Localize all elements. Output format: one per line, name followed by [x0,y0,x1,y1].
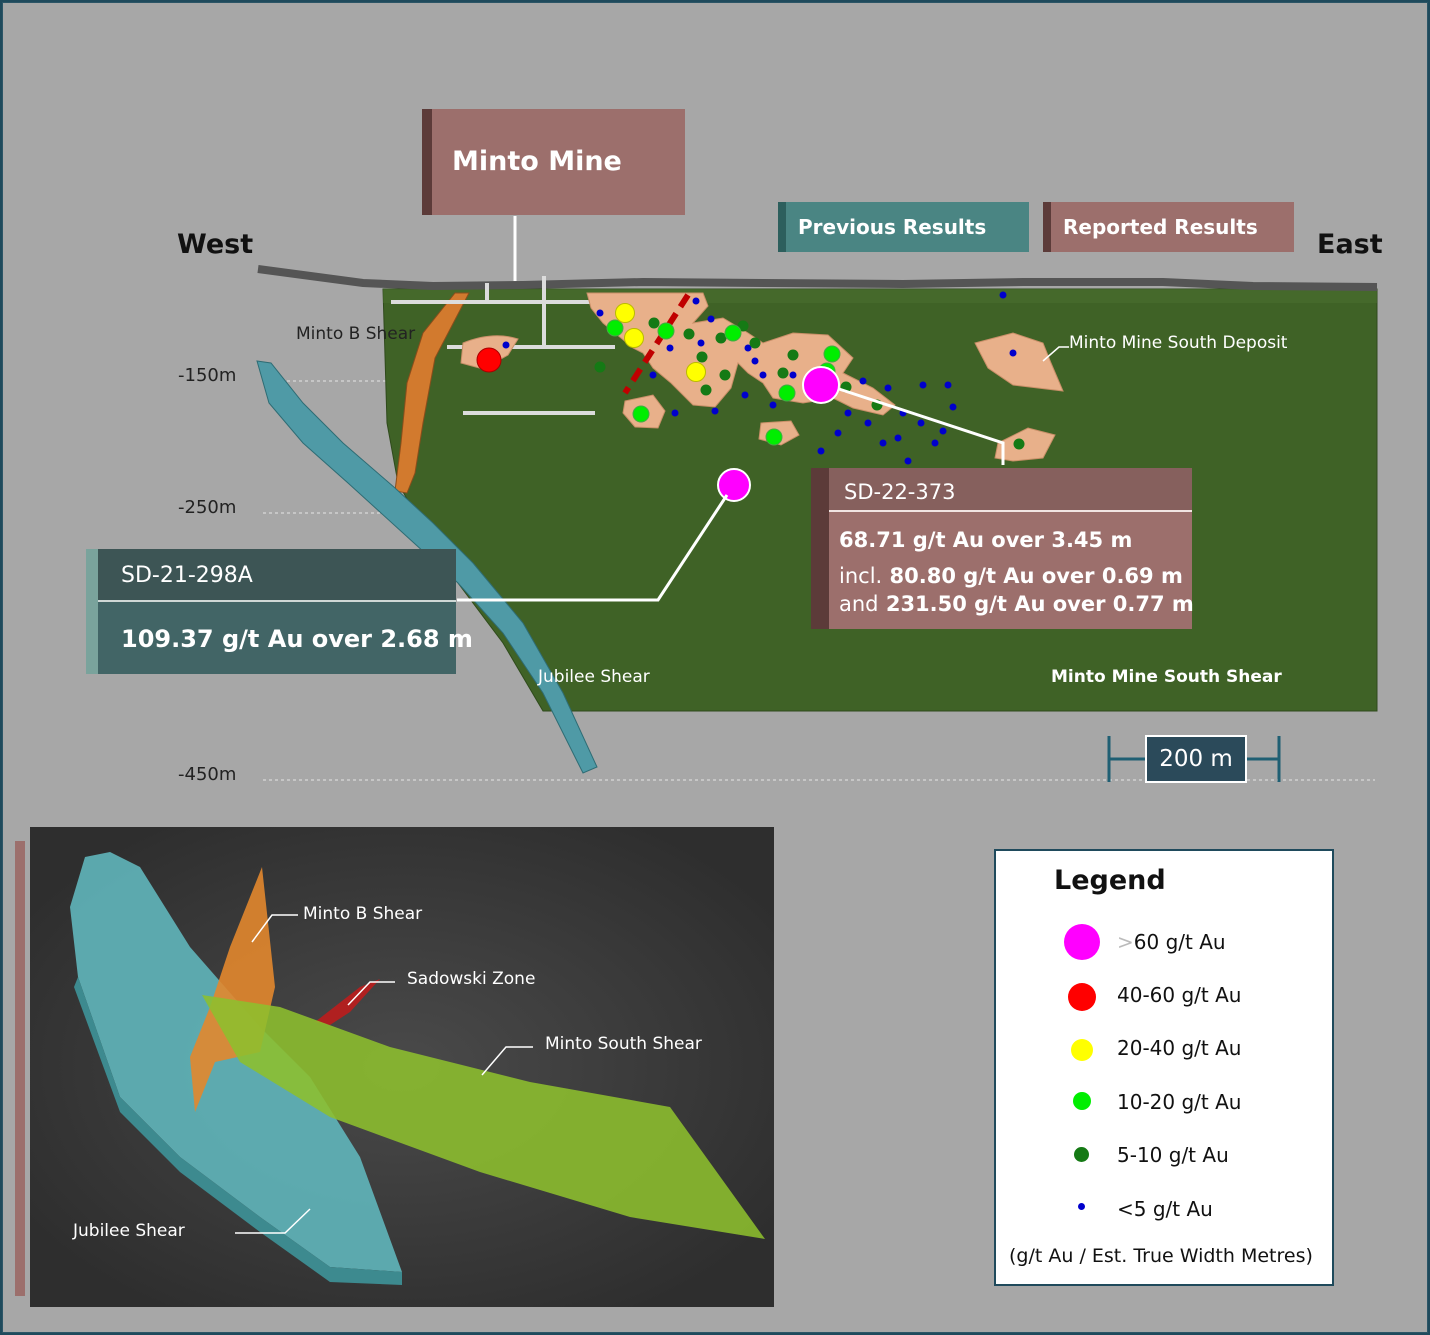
inset-sadowski-label: Sadowski Zone [407,969,535,989]
east-label: East [1317,229,1383,260]
result-373-line3: 231.50 g/t Au over 0.77 m [886,592,1194,616]
south-deposit-label: Minto Mine South Deposit [1069,333,1287,353]
legend-swatch-5-10 [1074,1147,1089,1162]
callout-373-accent [811,468,829,629]
inset-minto-south-label: Minto South Shear [545,1034,702,1054]
legend-swatch-20-40 [1071,1039,1093,1061]
legend-note: (g/t Au / Est. True Width Metres) [1009,1245,1313,1267]
hole-id-298a: SD-21-298A [121,563,253,588]
depth-label-250: -250m [178,497,236,518]
result-298a: 109.37 g/t Au over 2.68 m [121,625,473,653]
jubilee-shear-label: Jubilee Shear [538,667,650,687]
callout-sd-21-298a: SD-21-298A 109.37 g/t Au over 2.68 m [86,549,456,674]
ground-surface [258,269,1377,287]
callout-sd-22-373: SD-22-373 68.71 g/t Au over 3.45 m incl.… [811,468,1192,629]
scale-bar-label: 200 m [1145,735,1247,783]
legend-item-60plus-label: 60 g/t Au [1134,930,1226,954]
legend-swatch-40-60 [1068,983,1096,1011]
previous-results-tag: Previous Results [778,202,1029,252]
result-373-and: and [839,592,879,616]
west-label: West [177,229,253,260]
legend-box: Legend >60 g/t Au 40-60 g/t Au 20-40 g/t… [994,849,1334,1286]
depth-label-450: -450m [178,764,236,785]
legend-item-60plus-prefix: > [1117,930,1134,954]
legend-title: Legend [1054,865,1166,896]
inset-jubilee-label: Jubilee Shear [73,1221,185,1241]
result-373-line1: 68.71 g/t Au over 3.45 m [839,528,1132,552]
legend-swatch-lt5 [1078,1203,1085,1210]
legend-item-5-10: 5-10 g/t Au [1117,1143,1229,1167]
inset-minto-b-label: Minto B Shear [303,904,422,924]
minto-b-shear-label: Minto B Shear [296,324,415,344]
legend-swatch-10-20 [1073,1092,1091,1110]
legend-item-40-60: 40-60 g/t Au [1117,983,1241,1007]
page-title: Minto Mine [422,109,622,214]
legend-item-60plus: >60 g/t Au [1117,930,1226,954]
result-373-line2: 80.80 g/t Au over 0.69 m [890,564,1183,588]
legend-item-lt5: <5 g/t Au [1117,1197,1213,1221]
south-shear-label: Minto Mine South Shear [1051,667,1282,687]
title-box: Minto Mine [422,109,685,215]
inset-accent-bar [15,841,25,1296]
result-373-incl: incl. [839,564,882,588]
legend-item-10-20: 10-20 g/t Au [1117,1090,1241,1114]
legend-item-20-40: 20-40 g/t Au [1117,1036,1241,1060]
depth-label-150: -150m [178,365,236,386]
callout-298a-accent [86,549,98,674]
callout-298a-divider [98,600,456,602]
callout-373-divider [829,510,1192,512]
legend-swatch-60plus [1064,924,1100,960]
reported-results-tag: Reported Results [1043,202,1294,252]
previous-results-label: Previous Results [778,202,986,252]
reported-results-label: Reported Results [1043,202,1258,252]
inset-3d-view: Minto B Shear Sadowski Zone Minto South … [30,827,774,1307]
hole-id-373: SD-22-373 [844,480,955,504]
